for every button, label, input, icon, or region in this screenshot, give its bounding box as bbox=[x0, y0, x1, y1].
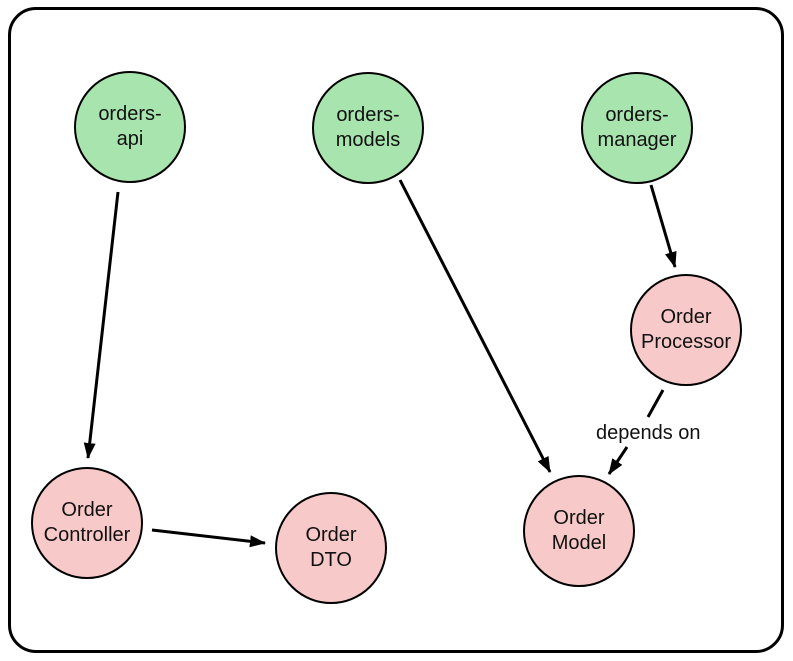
node-orders-api-label: orders- api bbox=[98, 103, 162, 150]
node-order-model-label: Order Model bbox=[551, 507, 607, 554]
node-order-dto: Order DTO bbox=[275, 492, 387, 604]
node-order-processor: Order Processor bbox=[630, 274, 742, 386]
node-orders-models: orders- models bbox=[312, 72, 424, 184]
node-order-model: Order Model bbox=[523, 475, 635, 587]
node-order-controller: Order Controller bbox=[31, 467, 143, 579]
node-orders-models-label: orders- models bbox=[335, 104, 401, 151]
node-orders-manager: orders- manager bbox=[581, 72, 693, 184]
node-order-dto-label: Order DTO bbox=[305, 524, 357, 571]
node-orders-manager-label: orders- manager bbox=[597, 104, 677, 151]
node-order-processor-label: Order Processor bbox=[640, 306, 732, 353]
node-order-controller-label: Order Controller bbox=[43, 499, 131, 546]
diagram-frame bbox=[8, 7, 784, 653]
node-orders-api: orders- api bbox=[74, 71, 186, 183]
edge-label-depends-on: depends on bbox=[596, 422, 701, 444]
